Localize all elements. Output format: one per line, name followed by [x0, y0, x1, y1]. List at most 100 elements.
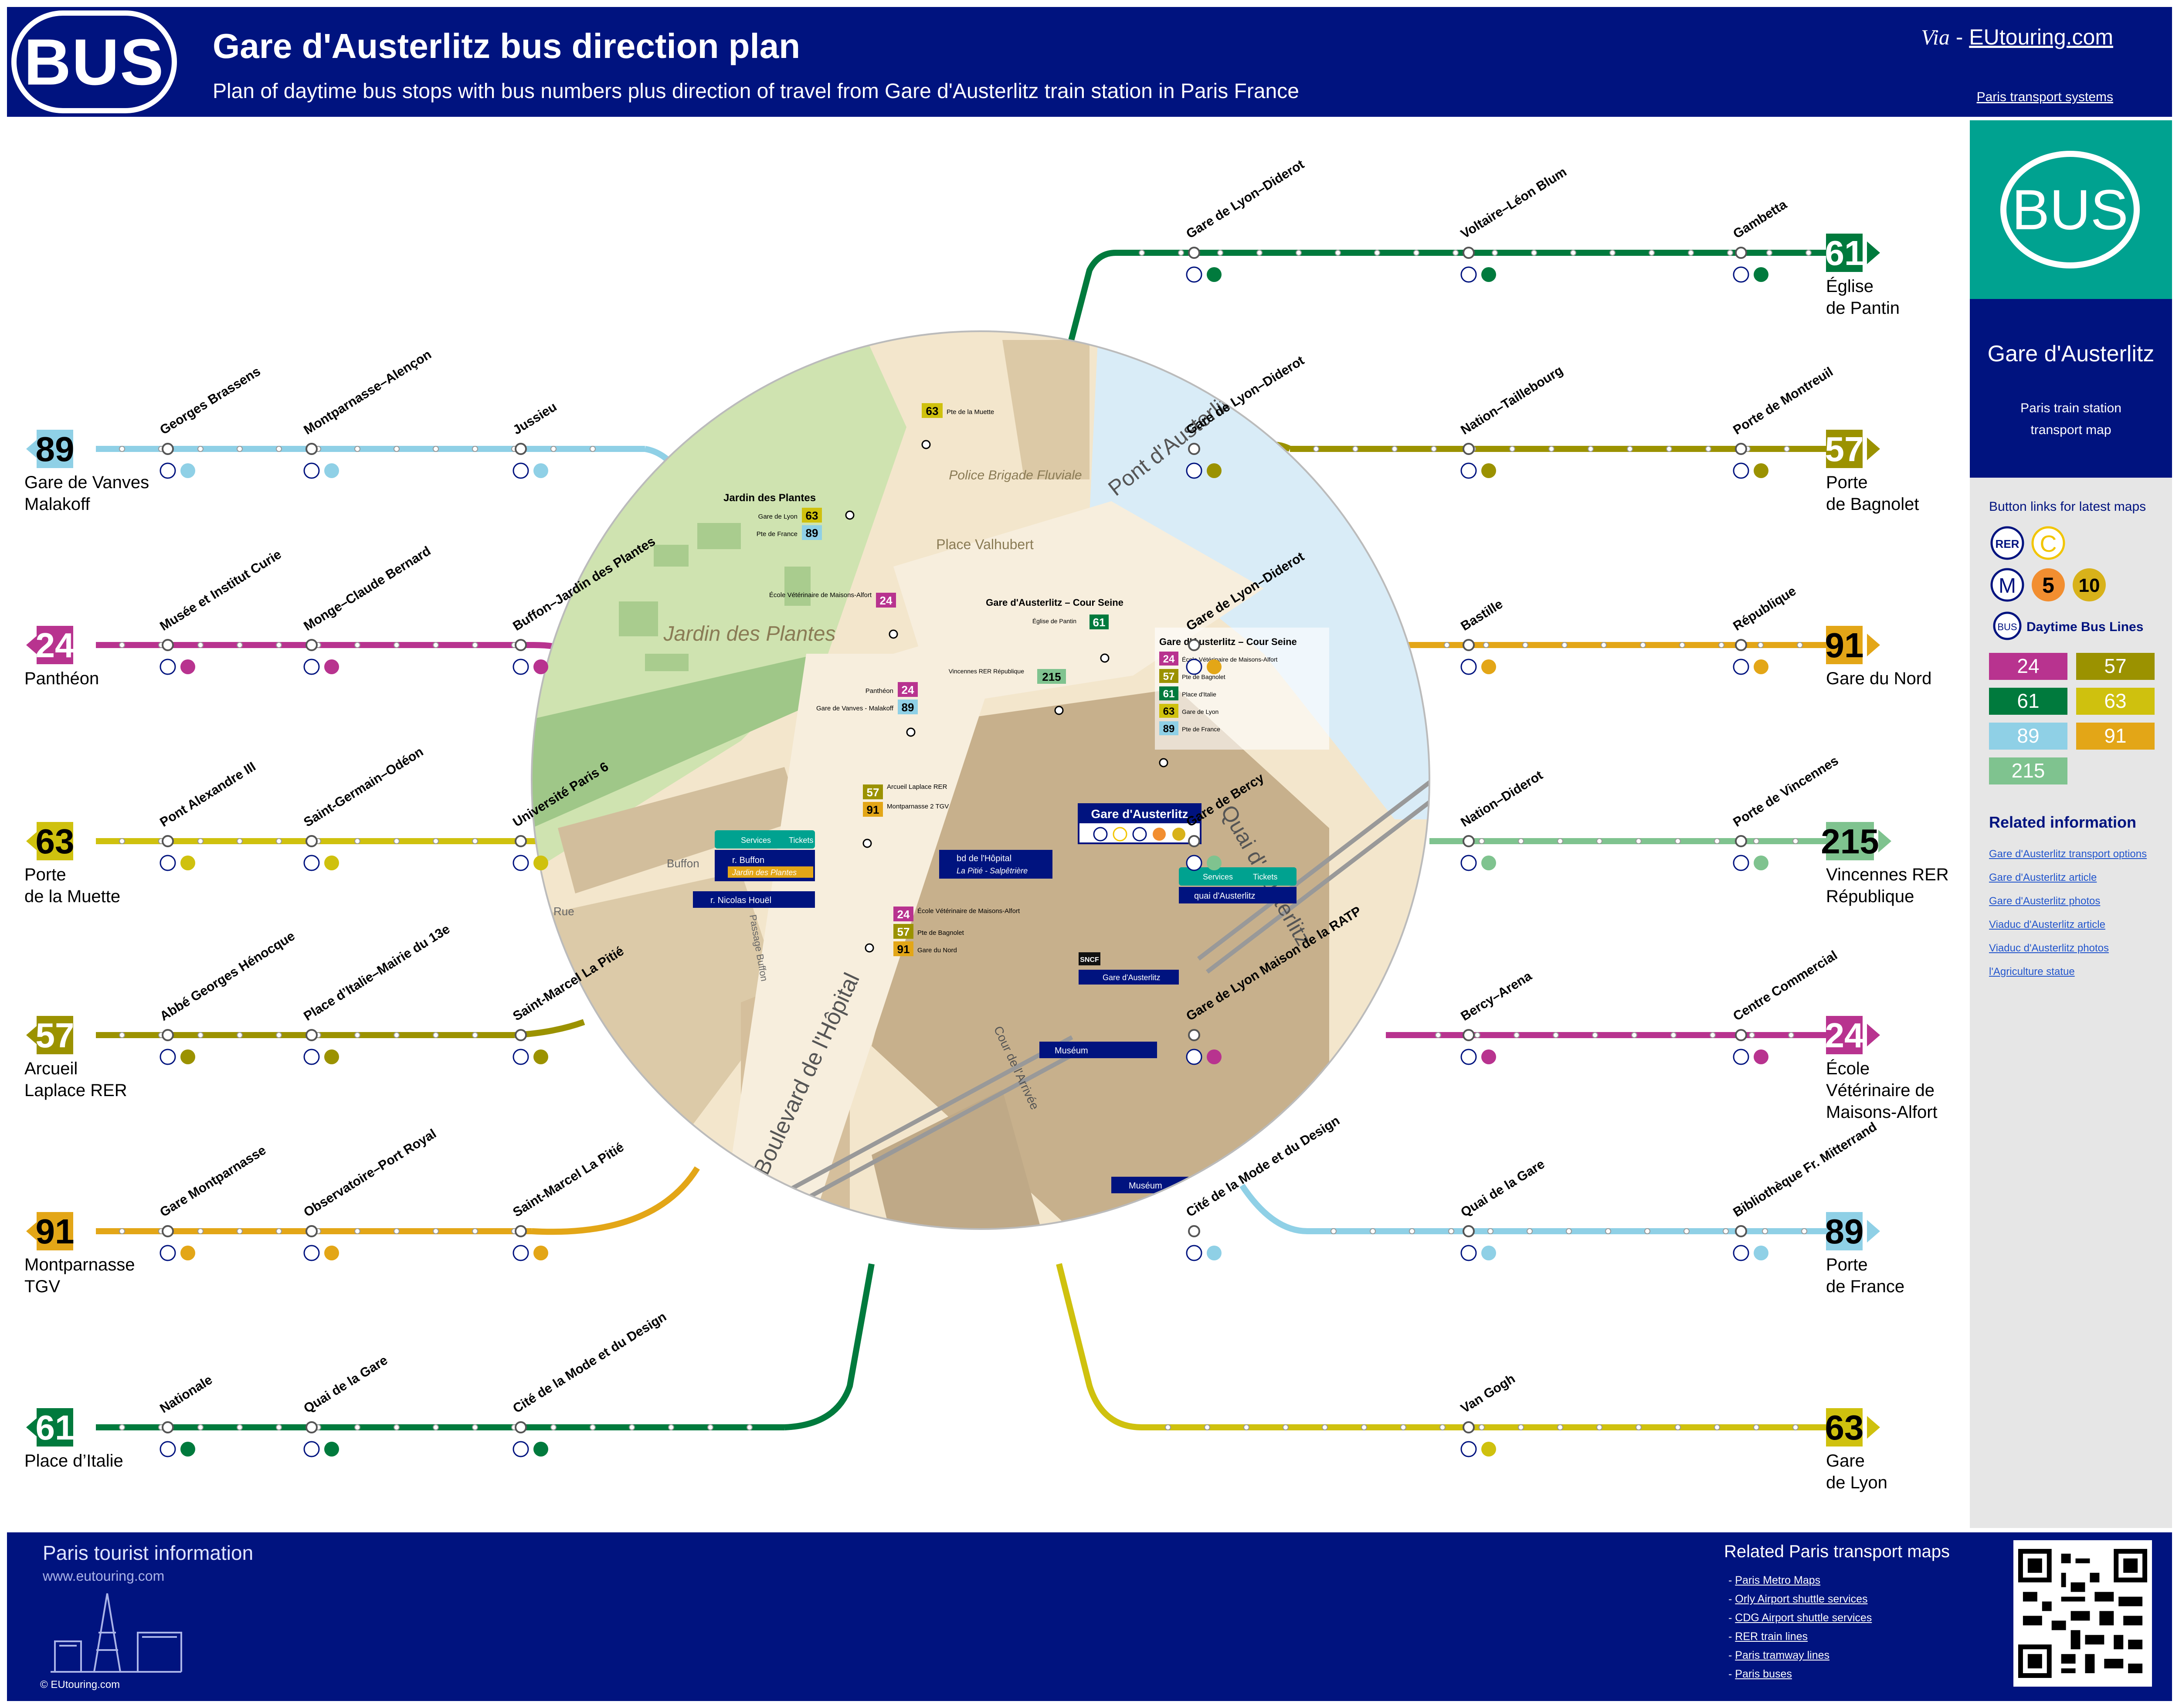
related-link-4[interactable]: Viaduc d'Austerlitz article	[1989, 919, 2105, 930]
stop-pantheon-24-89[interactable]: Panthéon 24 Gare de Vanves - Malakoff 89	[816, 682, 918, 737]
route-stop[interactable]: Van Gogh	[1458, 1372, 1517, 1457]
sidebar-line-61-button[interactable]: 61	[1989, 688, 2067, 715]
route-stop[interactable]: République	[1731, 584, 1799, 675]
route-stop[interactable]: Quai de la Gare	[1458, 1157, 1547, 1261]
route-stop[interactable]: Saint-Germain–Odéon	[301, 744, 426, 871]
route-badge-l61w[interactable]: 61	[26, 1408, 74, 1447]
via-link[interactable]: Via - EUtouring.com	[1921, 24, 2113, 50]
qr-code-icon[interactable]	[2013, 1540, 2152, 1687]
route-number: 61	[1825, 234, 1864, 272]
svg-text:24: 24	[1163, 653, 1175, 665]
stop-cour-seine-61[interactable]: Gare d'Austerlitz – Cour Seine Église de…	[986, 597, 1123, 663]
metro-icon	[1733, 1245, 1749, 1261]
route-stop[interactable]: Monge–Claude Bernard	[301, 544, 433, 675]
route-stop[interactable]: Jussieu	[510, 400, 559, 479]
route-badge-l91e[interactable]: 91	[1825, 626, 1880, 665]
sidebar-line-57-button[interactable]: 57	[2076, 653, 2155, 680]
route-stop[interactable]: Musée et Institut Curie	[157, 547, 284, 675]
route-badge-l215e[interactable]: 215	[1821, 822, 1891, 861]
route-badge-l91w[interactable]: 91	[26, 1212, 74, 1251]
route-dot	[197, 1424, 204, 1430]
jardin-label: Jardin des Plantes	[663, 622, 836, 645]
stop-hopital-24-57-91[interactable]: 24 École Vétérinaire de Maisons-Alfort 5…	[865, 907, 1020, 956]
transport-systems-link[interactable]: Paris transport systems	[1976, 90, 2113, 104]
route-stop[interactable]: Gare Montparnasse	[157, 1143, 268, 1261]
svg-text:BUS: BUS	[1997, 621, 2017, 632]
rer-button[interactable]: RER	[1990, 526, 2024, 560]
sign-houel[interactable]: r. Nicolas Houël	[693, 891, 815, 908]
route-stop[interactable]: Pont Alexandre III	[157, 759, 258, 871]
route-dot	[276, 446, 282, 452]
route-stop[interactable]: Montparnasse–Alençon	[301, 347, 434, 479]
sign-austerlitz-main[interactable]: Gare d'Austerlitz	[1078, 803, 1202, 844]
route-badge-l24w[interactable]: 24	[26, 626, 75, 665]
stop-arcueil-57-91[interactable]: 57 Arcueil Laplace RER 91 Montparnasse 2…	[862, 783, 949, 848]
route-badge-l63w[interactable]: 63	[26, 822, 74, 861]
route-badge-l24e[interactable]: 24	[1825, 1016, 1880, 1055]
sidebar-line-215-button[interactable]: 215	[1989, 757, 2067, 784]
route-stop[interactable]: Bastille	[1458, 597, 1505, 675]
route-stop[interactable]: Saint-Marcel La Pitié	[510, 1140, 627, 1261]
route-stop[interactable]: Quai de la Gare	[301, 1353, 390, 1457]
interchange-icon	[1481, 659, 1496, 674]
related-link-2[interactable]: Gare d'Austerlitz article	[1989, 872, 2097, 883]
sign-museum-1[interactable]: Muséum	[1039, 1042, 1157, 1058]
footer-url[interactable]: www.eutouring.com	[43, 1568, 165, 1584]
cour-seine-label-2: Gare d'Austerlitz – Cour Seine	[1159, 636, 1297, 647]
route-stop[interactable]: Nationale	[157, 1372, 215, 1457]
related-link-3[interactable]: Gare d'Austerlitz photos	[1989, 895, 2101, 907]
sidebar-line-24-button[interactable]: 24	[1989, 653, 2067, 680]
tickets-label-2: Tickets	[1253, 873, 1277, 881]
route-badge-l57e[interactable]: 57	[1825, 430, 1880, 469]
sidebar-line-89-button[interactable]: 89	[1989, 723, 2067, 750]
interchange-icon	[1207, 856, 1222, 870]
route-stop[interactable]: Gambetta	[1731, 197, 1789, 283]
related-link-5[interactable]: Viaduc d'Austerlitz photos	[1989, 942, 2109, 954]
eutouring-link[interactable]: EUtouring.com	[1969, 25, 2113, 49]
route-dot	[1710, 1032, 1716, 1038]
sidebar-line-91-button[interactable]: 91	[2076, 723, 2155, 750]
route-stop[interactable]: Place d’Italie–Mairie du 13e	[301, 922, 452, 1065]
footer-link-orly[interactable]: Orly Airport shuttle services	[1735, 1593, 1868, 1605]
route-stop[interactable]: Nation–Diderot	[1458, 768, 1545, 871]
route-stop[interactable]: Observatoire–Port Royal	[301, 1127, 439, 1261]
stop-jardin-63-89[interactable]: Jardin des Plantes Gare de Lyon 63 Pte d…	[723, 492, 855, 540]
route-stop[interactable]: Bercy–Arena	[1458, 969, 1534, 1065]
route-stop[interactable]: Abbé Georges Hénocque	[157, 929, 298, 1065]
route-stop[interactable]: Nation–Taillebourg	[1458, 363, 1565, 479]
route-badge-l89e[interactable]: 89	[1825, 1212, 1880, 1251]
route-stop[interactable]: Georges Brassens	[157, 364, 263, 479]
footer-link-bus[interactable]: Paris buses	[1735, 1668, 1792, 1680]
footer-link-cdg[interactable]: CDG Airport shuttle services	[1735, 1612, 1872, 1624]
metro-5-button[interactable]: 5	[2032, 568, 2065, 601]
stop-muette-63[interactable]: 63 Pte de la Muette	[921, 403, 994, 449]
route-stop[interactable]: Gare de Lyon–Diderot	[1184, 157, 1307, 283]
sidebar-line-buttons: 24 57 61 63 89 91 215	[1989, 653, 2155, 784]
route-badge-l57w[interactable]: 57	[26, 1016, 74, 1055]
metro-10-button[interactable]: 10	[2073, 568, 2106, 601]
route-stop[interactable]: Porte de Montreuil	[1731, 364, 1836, 479]
route-badge-l61e[interactable]: 61	[1825, 234, 1880, 272]
stop-cour-seine-multi[interactable]: Gare d'Austerlitz – Cour Seine 24 57 61 …	[1155, 628, 1329, 767]
rer-c-button[interactable]: C	[2031, 526, 2065, 560]
related-link-1[interactable]: Gare d'Austerlitz transport options	[1989, 848, 2147, 860]
footer-link-tram[interactable]: Paris tramway lines	[1735, 1649, 1830, 1661]
metro-button[interactable]: M	[1990, 568, 2024, 602]
related-link-6[interactable]: l'Agriculture statue	[1989, 966, 2075, 978]
footer-link-metro[interactable]: Paris Metro Maps	[1735, 1574, 1821, 1586]
sidebar-line-63-button[interactable]: 63	[2076, 688, 2155, 715]
route-stop[interactable]: Voltaire–Léon Blum	[1458, 165, 1569, 283]
route-number: 63	[1825, 1408, 1864, 1447]
route-stop[interactable]: Centre Commercial	[1731, 948, 1840, 1065]
route-badge-l89w[interactable]: 89	[26, 430, 74, 469]
route-stop[interactable]: Cité de la Mode et du Design	[510, 1310, 669, 1457]
sign-sncf[interactable]: SNCF Gare d'Austerlitz	[1079, 952, 1179, 985]
footer-link-rer[interactable]: RER train lines	[1735, 1630, 1808, 1643]
stop-vincennes-215[interactable]: Vincennes RER République 215	[949, 668, 1066, 715]
stop-name: Centre Commercial	[1731, 948, 1840, 1024]
route-badge-l63e[interactable]: 63	[1825, 1408, 1880, 1447]
stop-ecole-24[interactable]: École Vétérinaire de Maisons-Alfort 24	[769, 591, 898, 639]
